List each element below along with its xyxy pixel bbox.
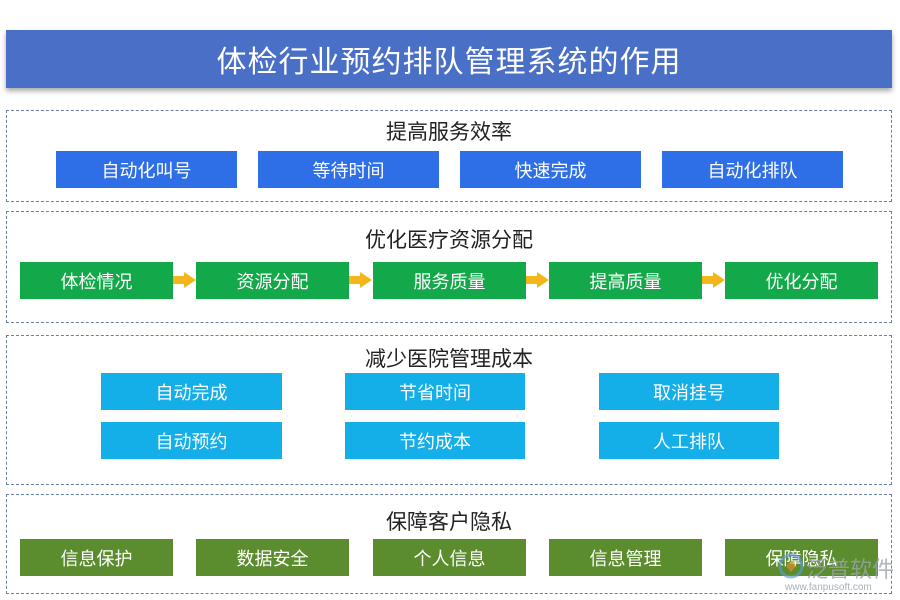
item-box: 节省时间 [345, 373, 525, 410]
page-title: 体检行业预约排队管理系统的作用 [6, 30, 892, 88]
item-box: 信息管理 [549, 539, 702, 576]
item-box: 个人信息 [373, 539, 526, 576]
watermark-logo-icon [778, 553, 804, 579]
item-box: 快速完成 [460, 151, 641, 188]
item-box: 人工排队 [599, 422, 779, 459]
item-box: 信息保护 [20, 539, 173, 576]
section-title: 提高服务效率 [386, 120, 512, 144]
item-box: 数据安全 [196, 539, 349, 576]
arrow-right-icon [702, 272, 725, 288]
item-box: 自动化排队 [662, 151, 843, 188]
section-title: 减少医院管理成本 [365, 347, 533, 371]
section-service-efficiency [6, 110, 892, 202]
item-box: 等待时间 [258, 151, 439, 188]
section-privacy [6, 494, 892, 594]
section-title: 保障客户隐私 [386, 510, 512, 534]
item-box: 自动化叫号 [56, 151, 237, 188]
watermark-url: www.fanpusoft.com [785, 582, 872, 593]
flow-step-box: 提高质量 [549, 262, 702, 299]
section-title: 优化医疗资源分配 [365, 228, 533, 252]
item-box: 自动完成 [101, 373, 282, 410]
section-resource-allocation [6, 211, 892, 323]
arrow-right-icon [526, 272, 549, 288]
flow-step-box: 体检情况 [20, 262, 173, 299]
item-box: 节约成本 [345, 422, 525, 459]
item-box: 取消挂号 [599, 373, 779, 410]
flow-step-box: 服务质量 [373, 262, 526, 299]
watermark-brand: 泛普软件 [806, 557, 895, 582]
flow-step-box: 优化分配 [725, 262, 878, 299]
flow-step-box: 资源分配 [196, 262, 349, 299]
item-box: 自动预约 [101, 422, 282, 459]
arrow-right-icon [349, 272, 372, 288]
arrow-right-icon [173, 272, 196, 288]
section-cost-reduction [6, 335, 892, 485]
item-box: 保障隐私 [725, 539, 878, 576]
